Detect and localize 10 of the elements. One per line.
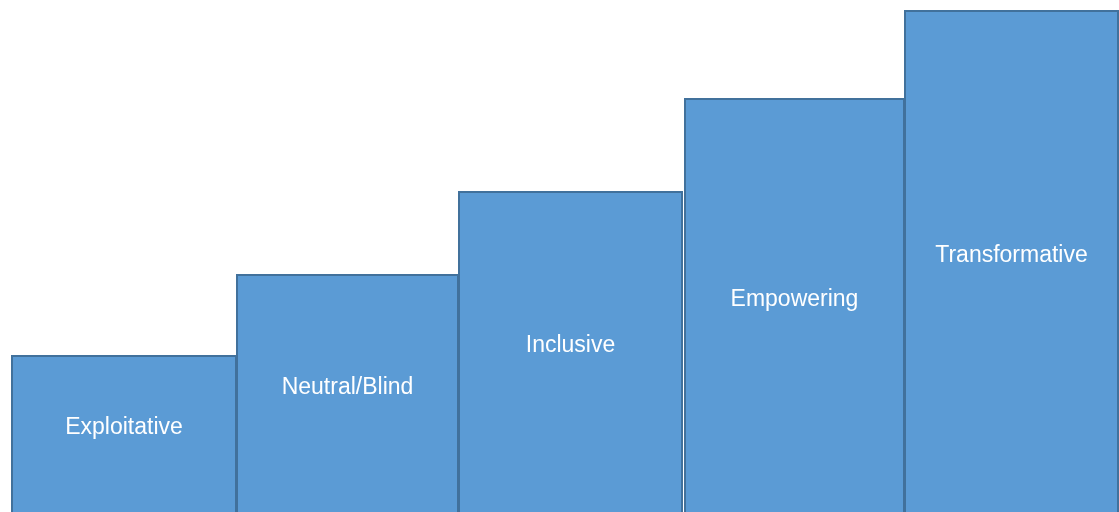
step-box xyxy=(236,274,459,512)
step-label: Neutral/Blind xyxy=(281,371,414,401)
step-label: Exploitative xyxy=(65,412,183,441)
step-box xyxy=(684,98,905,512)
step-label: Transformative xyxy=(935,239,1088,269)
step-box xyxy=(458,191,683,512)
step-label: Inclusive xyxy=(525,330,616,359)
step-label: Empowering xyxy=(730,283,859,313)
step-box xyxy=(904,10,1119,512)
step-box xyxy=(11,355,237,512)
